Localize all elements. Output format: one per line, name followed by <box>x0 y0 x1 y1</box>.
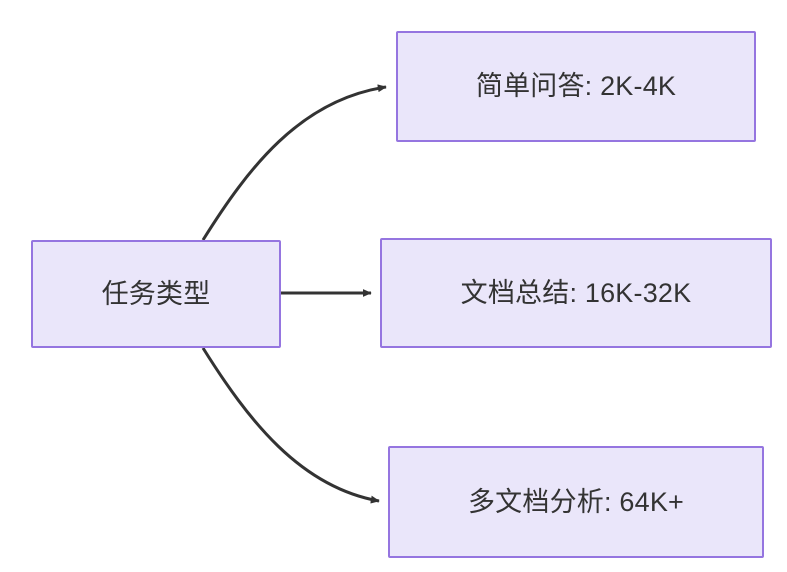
node-multi-doc[interactable]: 多文档分析: 64K+ <box>388 446 764 558</box>
node-task-type-label: 任务类型 <box>101 278 211 309</box>
node-task-type[interactable]: 任务类型 <box>31 240 281 348</box>
node-simple-qa-label: 简单问答: 2K-4K <box>475 71 677 102</box>
node-simple-qa[interactable]: 简单问答: 2K-4K <box>396 31 756 142</box>
node-doc-summary-label: 文档总结: 16K-32K <box>460 277 692 308</box>
node-multi-doc-label: 多文档分析: 64K+ <box>467 486 684 517</box>
edge-root-to-simple-qa <box>201 84 387 241</box>
node-doc-summary[interactable]: 文档总结: 16K-32K <box>380 238 772 348</box>
edge-root-to-multi-doc <box>201 347 380 504</box>
